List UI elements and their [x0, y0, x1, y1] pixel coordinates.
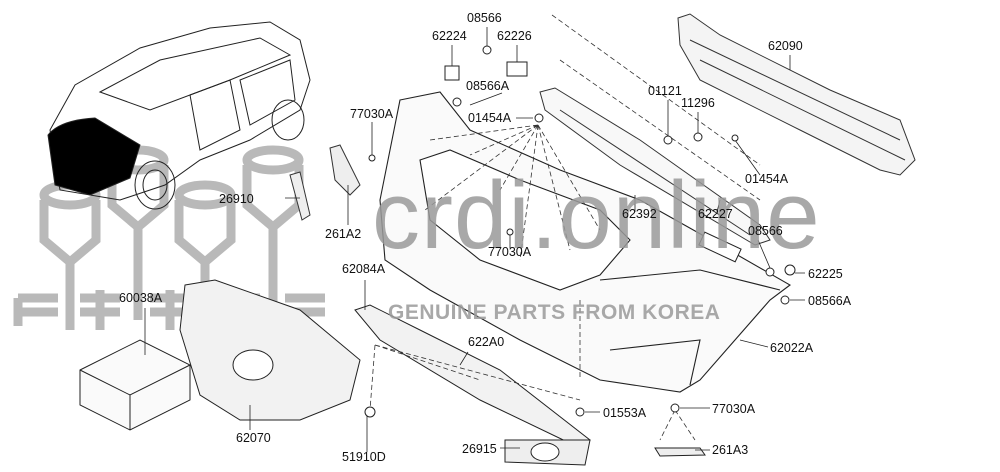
- part-26910: [289, 171, 311, 221]
- label-77030A[interactable]: 77030A: [350, 107, 394, 121]
- watermark-logo: [13, 145, 325, 330]
- part-62090: [677, 13, 916, 176]
- dashed-lines: [369, 14, 761, 441]
- label-51910D[interactable]: 51910D: [342, 450, 386, 464]
- label-26915[interactable]: 26915: [462, 442, 497, 456]
- car-illustration: [47, 21, 311, 210]
- part-261A3: [654, 447, 706, 457]
- label-08566A[interactable]: 08566A: [466, 79, 510, 93]
- label-62022A[interactable]: 62022A: [770, 341, 814, 355]
- part-62392: [539, 87, 771, 246]
- label-01454A-right[interactable]: 01454A: [745, 172, 789, 186]
- part-60038A-kit: [79, 339, 191, 431]
- label-62225[interactable]: 62225: [808, 267, 843, 281]
- label-26910[interactable]: 26910: [219, 192, 254, 206]
- label-60038A[interactable]: 60038A: [119, 291, 163, 305]
- label-62226[interactable]: 62226: [497, 29, 532, 43]
- label-261A3[interactable]: 261A3: [712, 443, 749, 457]
- label-08566[interactable]: 08566: [467, 11, 502, 25]
- label-62227[interactable]: 62227: [698, 207, 733, 221]
- label-62224[interactable]: 62224: [432, 29, 467, 43]
- label-11296[interactable]: 11296: [681, 96, 715, 110]
- label-77030A-bottom[interactable]: 77030A: [712, 402, 756, 416]
- label-01553A[interactable]: 01553A: [603, 406, 647, 420]
- label-77030A-mid[interactable]: 77030A: [488, 245, 532, 259]
- label-261A2[interactable]: 261A2: [325, 227, 362, 241]
- watermark-brand: crdi.online: [372, 162, 821, 269]
- label-08566A-right[interactable]: 08566A: [808, 294, 852, 308]
- part-62022A-bumper: [379, 91, 791, 393]
- label-62392[interactable]: 62392: [622, 207, 657, 221]
- label-62090[interactable]: 62090: [768, 39, 803, 53]
- part-261A2: [329, 144, 361, 196]
- part-62070-grille: [179, 279, 361, 421]
- leader-lines: [144, 27, 805, 452]
- label-08566-right[interactable]: 08566: [748, 224, 783, 238]
- label-62070[interactable]: 62070: [236, 431, 271, 445]
- part-26915: [504, 439, 591, 466]
- label-62084A[interactable]: 62084A: [342, 262, 386, 276]
- watermark-tagline: GENUINE PARTS FROM KOREA: [388, 301, 721, 324]
- label-01121[interactable]: 01121: [648, 84, 682, 98]
- label-622A0[interactable]: 622A0: [468, 335, 505, 349]
- label-01454A[interactable]: 01454A: [468, 111, 512, 125]
- fasteners: [364, 45, 796, 418]
